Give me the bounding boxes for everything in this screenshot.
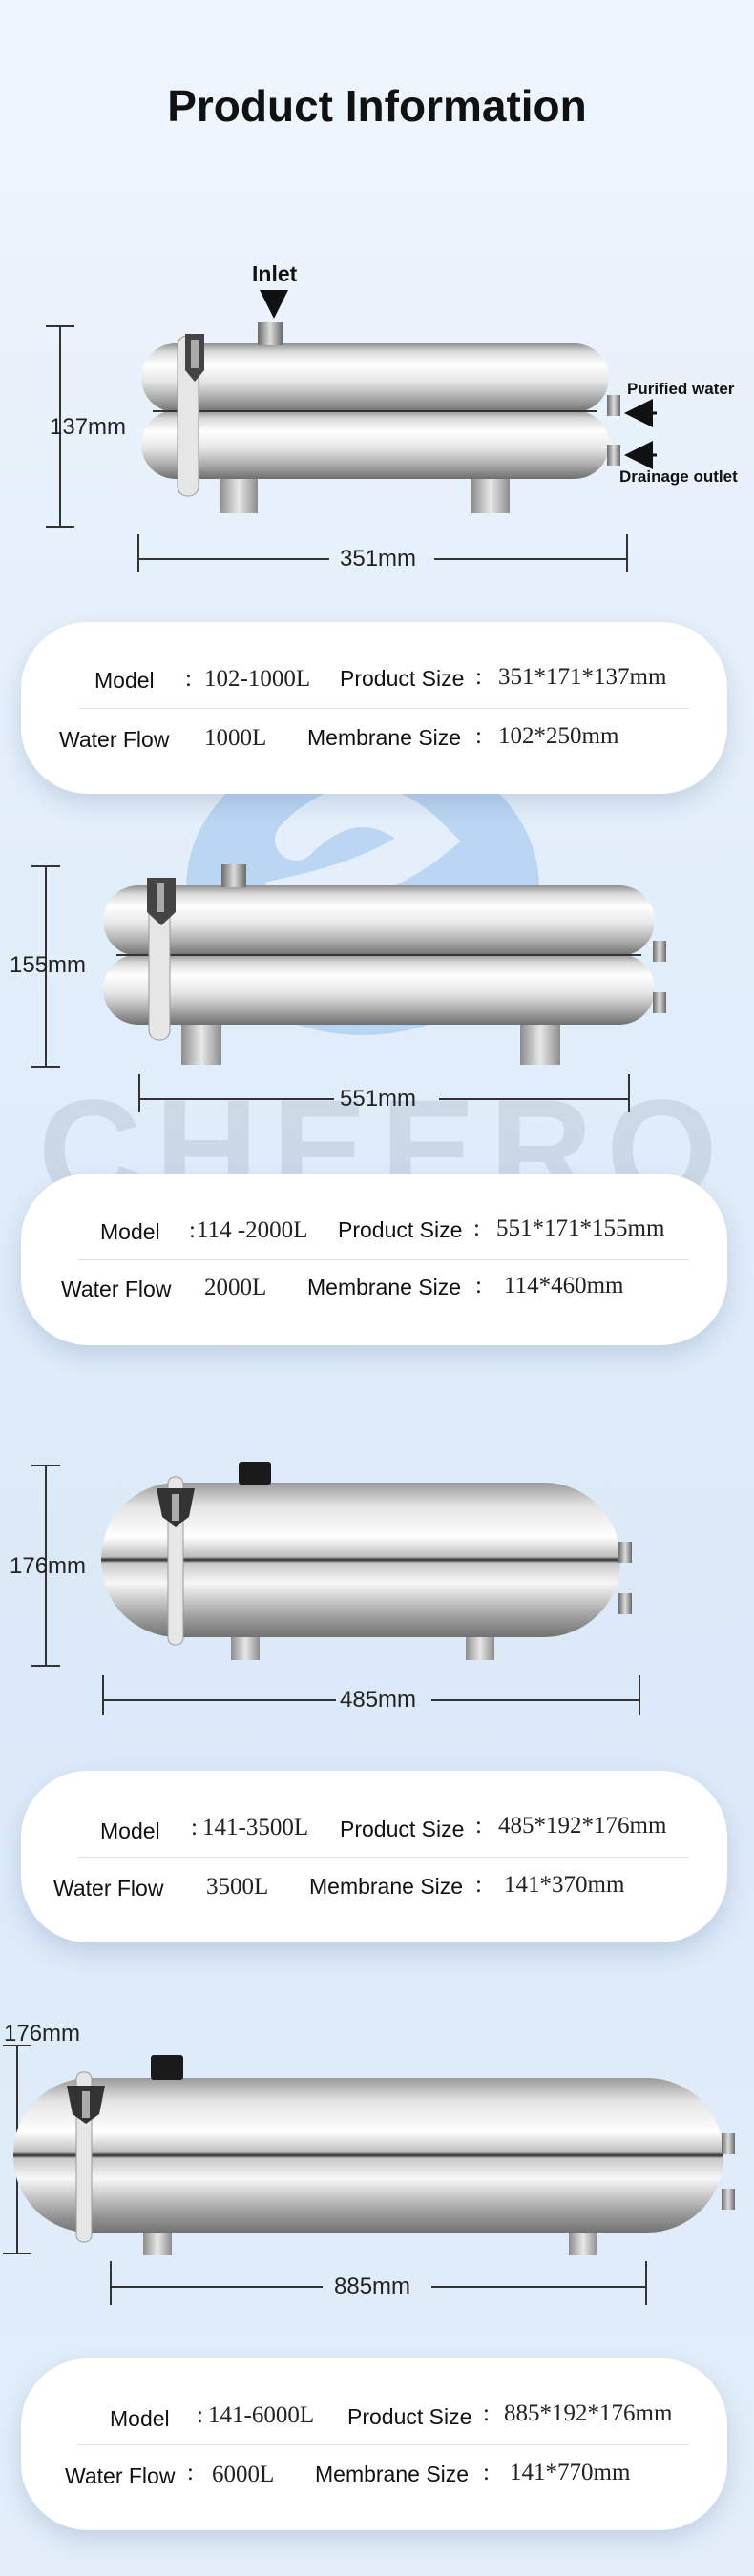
product-2-height-label: 155mm — [10, 952, 87, 978]
product-size-label: Product Size — [340, 1817, 465, 1841]
product-1-spec-card: Model : 102-1000L Product Size : 351*171… — [21, 622, 727, 794]
membrane-size-label: Membrane Size — [307, 725, 462, 750]
water-flow-label: Water Flow — [65, 2463, 176, 2488]
product-2-model-value: 114 -2000L — [197, 1217, 308, 1243]
colon-separator: : — [475, 1273, 482, 1298]
model-label: Model — [110, 2406, 170, 2431]
product-4-membrane-size-value: 141*770mm — [510, 2460, 631, 2485]
product-1-model-value: 102-1000L — [204, 666, 311, 692]
product-2-membrane-size-value: 114*460mm — [504, 1273, 624, 1298]
product-1-height-label: 137mm — [50, 414, 127, 440]
product-1-membrane-size-value: 102*250mm — [498, 723, 619, 749]
card-divider — [78, 2444, 689, 2445]
product-3-membrane-size-value: 141*370mm — [504, 1872, 625, 1898]
card-divider — [78, 1259, 689, 1260]
product-1-diagram: Inlet Purified water Drainage outlet 137… — [0, 258, 754, 611]
product-size-label: Product Size — [338, 1217, 463, 1242]
colon-separator: : — [475, 1813, 482, 1839]
product-4-diagram: 176mm 885mm — [0, 2013, 754, 2328]
product-4-size-value: 885*192*176mm — [504, 2400, 673, 2426]
product-4-height-label: 176mm — [4, 2021, 81, 2046]
water-flow-label: Water Flow — [53, 1876, 164, 1901]
product-3-model-value: 141-3500L — [202, 1815, 309, 1840]
card-divider — [78, 1857, 689, 1858]
page-title: Product Information — [167, 81, 587, 131]
colon-separator: : — [483, 2460, 490, 2485]
product-2-diagram: 155mm 551mm — [0, 849, 754, 1126]
model-label: Model — [100, 1219, 160, 1244]
product-3-height-label: 176mm — [10, 1553, 87, 1579]
membrane-size-label: Membrane Size — [309, 1874, 464, 1899]
colon-separator: : — [197, 2402, 203, 2428]
product-1-water-flow-value: 1000L — [204, 725, 267, 751]
product-2-water-flow-value: 2000L — [204, 1275, 267, 1300]
product-4-length-label: 885mm — [334, 2274, 411, 2299]
product-4-spec-card: Model : 141-6000L Product Size : 885*192… — [21, 2358, 727, 2530]
colon-separator: : — [483, 2400, 490, 2426]
product-2-spec-card: Model : 114 -2000L Product Size : 551*17… — [21, 1174, 727, 1345]
product-2-size-value: 551*171*155mm — [496, 1215, 665, 1241]
product-4-model-value: 141-6000L — [208, 2402, 315, 2428]
product-size-label: Product Size — [347, 2404, 472, 2429]
colon-separator: : — [475, 723, 482, 749]
product-2-length-label: 551mm — [340, 1086, 417, 1111]
colon-separator: : — [475, 1872, 482, 1898]
colon-separator: : — [475, 664, 482, 690]
product-3-diagram: 176mm 485mm — [0, 1450, 754, 1736]
colon-separator: : — [189, 1217, 196, 1243]
product-3-length-label: 485mm — [340, 1687, 417, 1713]
model-label: Model — [100, 1818, 160, 1843]
product-3-size-value: 485*192*176mm — [498, 1813, 667, 1839]
inlet-callout: Inlet — [252, 261, 298, 286]
product-3-spec-card: Model : 141-3500L Product Size : 485*192… — [21, 1771, 727, 1942]
model-label: Model — [94, 668, 155, 693]
product-size-label: Product Size — [340, 666, 465, 691]
colon-separator: : — [187, 2460, 194, 2485]
product-1-length-label: 351mm — [340, 546, 417, 571]
water-flow-label: Water Flow — [61, 1277, 172, 1301]
colon-separator: : — [185, 666, 192, 692]
product-3-water-flow-value: 3500L — [206, 1874, 269, 1900]
membrane-size-label: Membrane Size — [307, 1275, 462, 1299]
card-divider — [78, 708, 689, 709]
membrane-size-label: Membrane Size — [315, 2462, 470, 2486]
product-4-water-flow-value: 6000L — [212, 2462, 275, 2487]
drainage-outlet-callout: Drainage outlet — [619, 467, 738, 486]
water-flow-label: Water Flow — [59, 727, 170, 752]
colon-separator: : — [191, 1815, 198, 1840]
product-1-size-value: 351*171*137mm — [498, 664, 667, 690]
colon-separator: : — [473, 1215, 480, 1241]
purified-water-callout: Purified water — [627, 380, 735, 398]
